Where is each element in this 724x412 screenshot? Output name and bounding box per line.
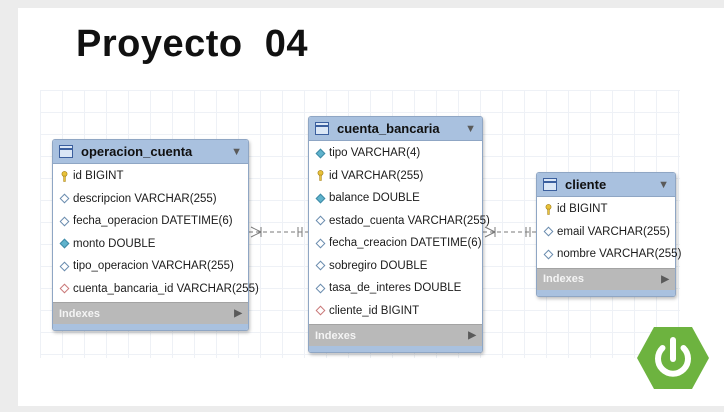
not-null-column-icon	[59, 238, 69, 250]
column-text: monto DOUBLE	[73, 237, 156, 250]
column-icon	[59, 215, 69, 227]
collapse-arrow-icon[interactable]: ▼	[231, 145, 242, 158]
column-list: id BIGINT email VARCHAR(255) nombre VARCHA…	[537, 197, 681, 268]
column-text: balance DOUBLE	[329, 192, 420, 205]
not-null-column-icon	[315, 192, 325, 204]
expand-arrow-icon[interactable]: ▶	[661, 273, 669, 285]
column-text: id BIGINT	[73, 170, 124, 183]
column-row[interactable]: fecha_operacion DATETIME(6)	[53, 210, 248, 233]
table-name: cuenta_bancaria	[337, 121, 440, 136]
column-row[interactable]: id VARCHAR(255)	[309, 165, 482, 188]
relationship-cuenta-bancaria-to-cliente	[483, 226, 536, 238]
column-row[interactable]: cuenta_bancaria_id VARCHAR(255)	[53, 278, 259, 301]
foreign-key-icon	[315, 305, 325, 317]
table-icon	[315, 122, 329, 135]
column-icon	[59, 193, 69, 205]
indexes-section[interactable]: Indexes ▶	[309, 324, 482, 346]
primary-key-icon	[59, 170, 69, 182]
relationship-lines	[249, 226, 536, 238]
column-icon	[315, 215, 325, 227]
table-bottom-bar	[53, 324, 248, 330]
column-text: fecha_operacion DATETIME(6)	[73, 215, 233, 228]
er-diagram-canvas: operacion_cuenta ▼ id BIGINT descripcion …	[40, 90, 681, 358]
column-icon	[315, 237, 325, 249]
slide: Proyecto 04	[18, 8, 724, 406]
table-operacion-cuenta[interactable]: operacion_cuenta ▼ id BIGINT descripcion …	[52, 139, 259, 331]
column-row[interactable]: id BIGINT	[537, 198, 675, 221]
column-text: fecha_creacion DATETIME(6)	[329, 237, 482, 250]
table-cuenta-bancaria[interactable]: cuenta_bancaria ▼ tipo VARCHAR(4) id VARC…	[308, 116, 490, 353]
column-text: id VARCHAR(255)	[329, 169, 424, 182]
table-icon	[59, 145, 73, 158]
column-text: id BIGINT	[557, 203, 608, 216]
column-icon	[543, 248, 553, 260]
table-header[interactable]: cliente ▼	[537, 173, 675, 197]
table-name: operacion_cuenta	[81, 144, 193, 159]
foreign-key-icon	[59, 283, 69, 295]
indexes-section[interactable]: Indexes ▶	[537, 267, 675, 290]
column-icon	[543, 226, 553, 238]
column-row[interactable]: monto DOUBLE	[53, 233, 248, 256]
table-cliente[interactable]: cliente ▼ id BIGINT email VARCHAR(255) nom…	[536, 172, 681, 297]
table-header[interactable]: operacion_cuenta ▼	[53, 140, 248, 164]
primary-key-icon	[543, 203, 553, 215]
column-icon	[59, 260, 69, 272]
column-text: nombre VARCHAR(255)	[557, 248, 682, 261]
column-text: tipo VARCHAR(4)	[329, 147, 421, 160]
spring-power-icon	[637, 327, 709, 389]
column-row[interactable]: id BIGINT	[53, 165, 248, 188]
column-icon	[315, 282, 325, 294]
relationship-operacion-cuenta-to-cuenta-bancaria	[249, 226, 308, 238]
table-bottom-bar	[537, 289, 675, 296]
table-name: cliente	[565, 177, 607, 192]
column-icon	[315, 260, 325, 272]
column-row[interactable]: tipo VARCHAR(4)	[309, 142, 482, 165]
column-row[interactable]: tasa_de_interes DOUBLE	[309, 277, 482, 300]
column-row[interactable]: cliente_id BIGINT	[309, 300, 482, 323]
column-text: email VARCHAR(255)	[557, 225, 670, 238]
indexes-section[interactable]: Indexes ▶	[53, 302, 248, 324]
expand-arrow-icon[interactable]: ▶	[234, 308, 242, 319]
not-null-column-icon	[315, 147, 325, 159]
column-row[interactable]: descripcion VARCHAR(255)	[53, 188, 248, 211]
table-bottom-bar	[309, 346, 482, 352]
column-list: tipo VARCHAR(4) id VARCHAR(255) balance DO…	[309, 141, 490, 324]
table-icon	[543, 178, 557, 191]
column-text: tipo_operacion VARCHAR(255)	[73, 260, 234, 273]
column-text: cliente_id BIGINT	[329, 304, 420, 317]
column-row[interactable]: tipo_operacion VARCHAR(255)	[53, 255, 248, 278]
expand-arrow-icon[interactable]: ▶	[468, 330, 476, 341]
column-row[interactable]: estado_cuenta VARCHAR(255)	[309, 210, 490, 233]
column-row[interactable]: fecha_creacion DATETIME(6)	[309, 232, 482, 255]
table-header[interactable]: cuenta_bancaria ▼	[309, 117, 482, 141]
indexes-label: Indexes	[59, 307, 100, 320]
column-row[interactable]: nombre VARCHAR(255)	[537, 243, 681, 266]
indexes-label: Indexes	[315, 329, 356, 342]
column-text: descripcion VARCHAR(255)	[73, 192, 217, 205]
indexes-label: Indexes	[543, 273, 584, 285]
column-list: id BIGINT descripcion VARCHAR(255) fecha_o…	[53, 164, 259, 302]
collapse-arrow-icon[interactable]: ▼	[465, 122, 476, 135]
slide-title: Proyecto 04	[76, 23, 308, 65]
column-text: estado_cuenta VARCHAR(255)	[329, 214, 490, 227]
column-row[interactable]: email VARCHAR(255)	[537, 221, 675, 244]
column-text: cuenta_bancaria_id VARCHAR(255)	[73, 282, 259, 295]
collapse-arrow-icon[interactable]: ▼	[658, 178, 669, 191]
column-text: tasa_de_interes DOUBLE	[329, 282, 462, 295]
column-text: sobregiro DOUBLE	[329, 259, 428, 272]
primary-key-icon	[315, 170, 325, 182]
column-row[interactable]: sobregiro DOUBLE	[309, 255, 482, 278]
column-row[interactable]: balance DOUBLE	[309, 187, 482, 210]
